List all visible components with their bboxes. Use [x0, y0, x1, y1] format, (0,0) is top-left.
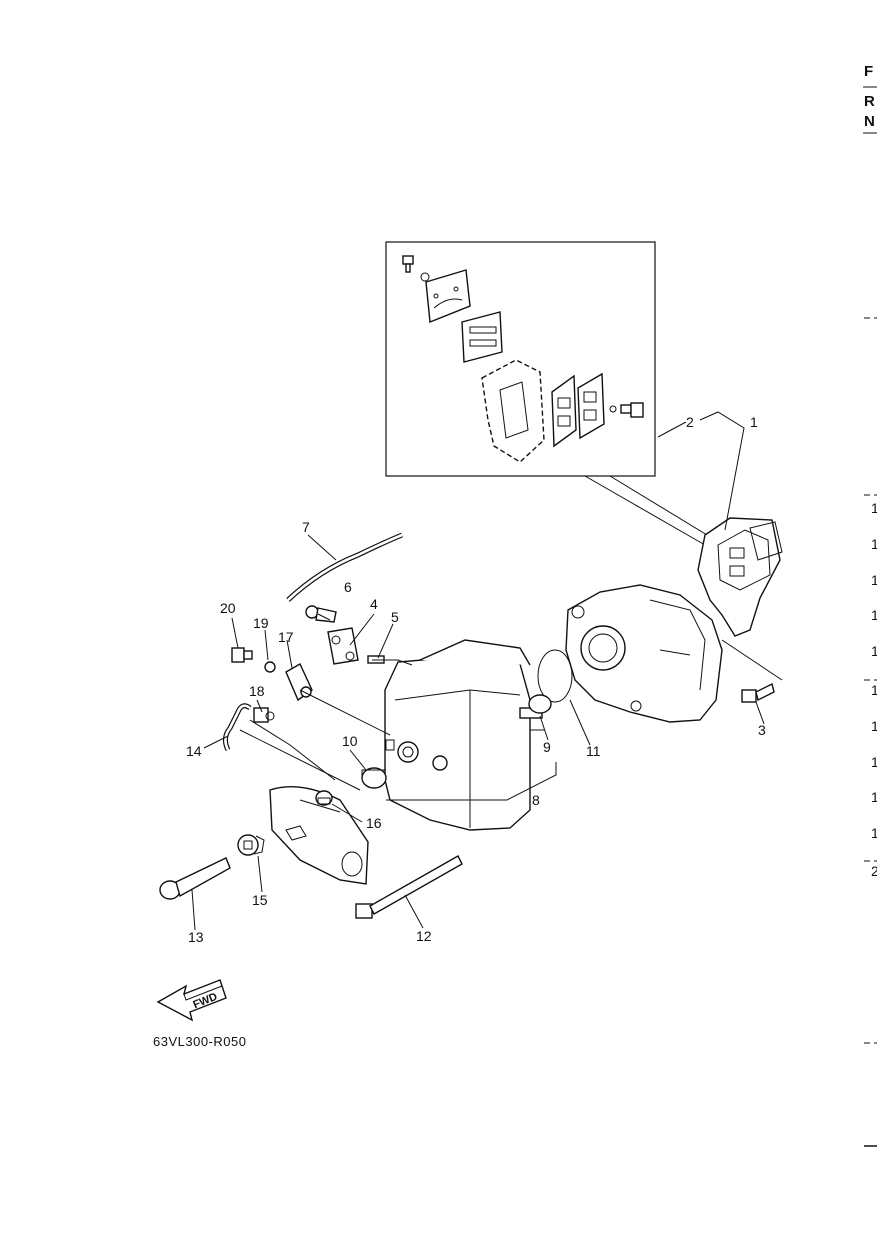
- inset-screw-right: [609, 402, 644, 418]
- o-ring-gasket: [537, 649, 573, 703]
- grommet-small: [315, 790, 333, 806]
- callout-3: 3: [758, 722, 766, 738]
- alignment-line-hose: [239, 729, 361, 791]
- drawing-code: 63VL300-R050: [153, 1034, 246, 1049]
- callout-16: 16: [366, 815, 382, 831]
- edge-row-2: 1: [871, 536, 877, 552]
- callout-1: 1: [750, 414, 758, 430]
- callout-13: 13: [188, 929, 204, 945]
- callout-7: 7: [302, 519, 310, 535]
- callout-9: 9: [543, 739, 551, 755]
- edge-row-8: 1: [871, 754, 877, 770]
- inset-pointer: [584, 475, 713, 546]
- screw: [231, 647, 253, 663]
- edge-header-r: R: [864, 93, 875, 110]
- intake-silencer: [384, 639, 531, 831]
- edge-row-4: 1: [871, 607, 877, 623]
- fwd-arrow-icon: FWD: [156, 979, 227, 1022]
- through-bolt: [355, 855, 463, 919]
- carburetor: [565, 584, 723, 723]
- clip: [305, 605, 337, 623]
- grommet: [519, 694, 552, 719]
- inset-screw-top: [402, 255, 430, 282]
- inset-stopper-plate: [425, 269, 471, 323]
- callout-14: 14: [186, 743, 202, 759]
- callout-2: 2: [686, 414, 694, 430]
- link: [327, 627, 359, 665]
- washer: [264, 661, 276, 673]
- callout-18: 18: [249, 683, 265, 699]
- long-bolt: [159, 857, 231, 900]
- callout-8: 8: [532, 792, 540, 808]
- inset-reed-valve-1: [551, 374, 577, 448]
- reed-valve-assembly: [697, 517, 783, 637]
- inset-gasket: [481, 359, 545, 463]
- inset-reed-valve-2: [577, 372, 605, 440]
- edge-row-11: 2: [871, 863, 877, 879]
- callout-12: 12: [416, 928, 432, 944]
- alignment-line-lever: [299, 689, 391, 736]
- callout-10: 10: [342, 733, 358, 749]
- callout-19: 19: [253, 615, 269, 631]
- right-edge-column: F R N 1 1 1 1 1 1 1 1 1 1 2: [863, 63, 877, 1147]
- edge-row-7: 1: [871, 718, 877, 734]
- edge-row-3: 1: [871, 572, 877, 588]
- callout-labels: 1 2 3 4 5 6 7 8 9 10 11 12 13 14 15 16 1…: [186, 414, 766, 945]
- edge-header-n: N: [864, 113, 875, 130]
- collar: [253, 707, 275, 723]
- callout-20: 20: [220, 600, 236, 616]
- inset-reed-plate: [461, 311, 503, 363]
- edge-row-6: 1: [871, 682, 877, 698]
- callout-5: 5: [391, 609, 399, 625]
- bolt: [741, 682, 775, 703]
- edge-header-f: F: [864, 63, 873, 80]
- callout-leaders: [191, 411, 765, 931]
- edge-row-1: 1: [871, 500, 877, 516]
- bushing: [237, 834, 265, 856]
- cap: [361, 767, 387, 789]
- edge-row-5: 1: [871, 643, 877, 659]
- edge-row-10: 1: [871, 825, 877, 841]
- alignment-line-bolt: [721, 639, 783, 681]
- callout-6: 6: [344, 579, 352, 595]
- callout-15: 15: [252, 892, 268, 908]
- edge-row-9: 1: [871, 789, 877, 805]
- callout-11: 11: [586, 743, 601, 759]
- callout-4: 4: [370, 596, 378, 612]
- reed-valve-inset: [385, 241, 656, 477]
- callout-17: 17: [278, 629, 294, 645]
